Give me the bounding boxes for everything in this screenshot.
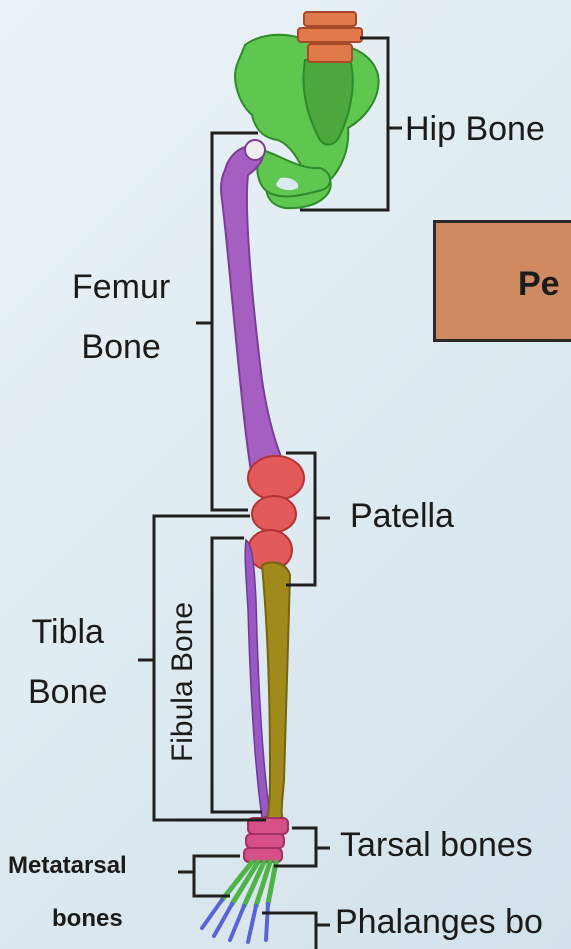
hip-bone	[235, 12, 378, 208]
metatarsal-label-line2: bones	[48, 906, 127, 933]
tarsal-bones-label: Tarsal bones	[340, 826, 533, 864]
tarsal-bones	[244, 818, 288, 862]
metatarsal-bracket	[194, 856, 240, 896]
metatarsal-label-line1: Metatarsal	[8, 853, 127, 880]
femur-head	[245, 140, 265, 160]
patella-bone	[248, 456, 304, 570]
patella-label: Patella	[350, 497, 454, 535]
pelvis-title-box: Pe	[433, 220, 571, 342]
tibia-bone-label: Tibla Bone	[28, 613, 107, 711]
femur-label-line1: Femur	[72, 268, 170, 306]
metatarsal-bones	[222, 862, 276, 906]
femur-bone-label: Femur Bone	[72, 268, 170, 366]
fibula-bone-label: Fibula Bone	[166, 602, 200, 762]
hip-bone-label: Hip Bone	[405, 110, 545, 148]
pelvis-title-text: Pe	[518, 265, 560, 304]
metatarsal-bones-label: Metatarsal bones	[8, 853, 127, 933]
femur-label-line2: Bone	[72, 328, 170, 366]
lumbar-vertebrae	[298, 12, 362, 62]
phalanges-bones-label: Phalanges bo	[335, 903, 543, 941]
tibia-label-line1: Tibla	[28, 613, 107, 651]
tibia-label-line2: Bone	[28, 673, 107, 711]
phalanges-bracket	[262, 913, 316, 949]
